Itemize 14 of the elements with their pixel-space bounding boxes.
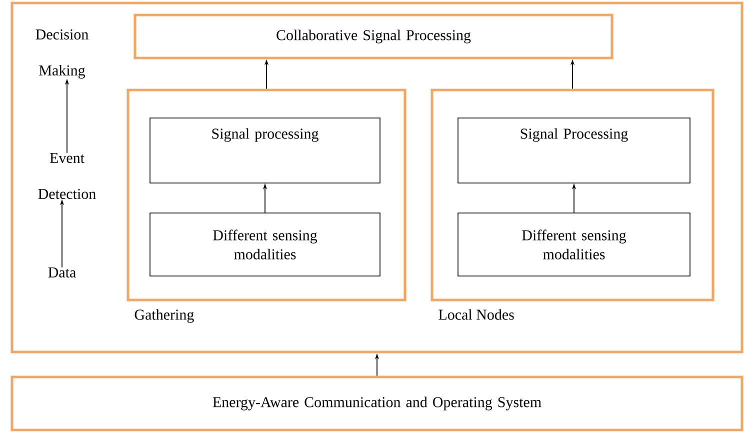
- box-caption: Gathering: [134, 309, 194, 323]
- panel-box: Collaborative Signal Processing: [134, 14, 614, 60]
- process-box: Different sensing modalities: [150, 212, 380, 276]
- process-box: Different sensing modalities: [458, 212, 690, 276]
- box-caption: Local Nodes: [438, 309, 514, 320]
- panel-box: Energy-Aware Communication and Operating System: [10, 376, 744, 432]
- stage-label: Decision Making: [36, 29, 88, 79]
- stage-label: Event Detection: [38, 153, 96, 199]
- panel-box: [430, 88, 714, 302]
- panel-box: [126, 88, 406, 302]
- process-box: Signal Processing: [458, 118, 690, 184]
- panel-box: [10, 2, 744, 354]
- process-box: Signal processing: [150, 118, 380, 184]
- stage-label: Data: [48, 268, 76, 278]
